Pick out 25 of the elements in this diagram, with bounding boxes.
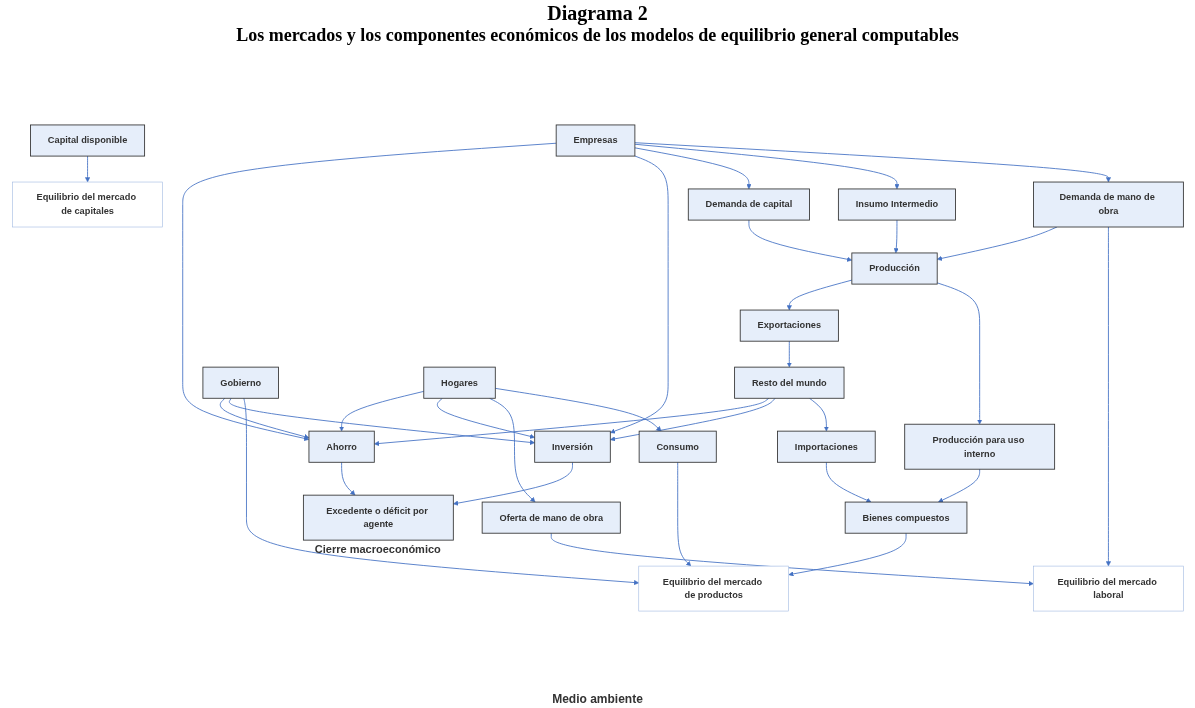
node-box: Excedente o déficit por agente bbox=[302, 494, 454, 541]
node-box: Oferta de mano de obra bbox=[481, 501, 621, 534]
node-box: Ahorro bbox=[308, 430, 375, 463]
node-box: Equilibrio del mercado de capitales bbox=[11, 181, 163, 228]
node-box: Gobierno bbox=[202, 366, 279, 399]
note-text: Medio ambiente bbox=[552, 692, 643, 706]
node-box: Resto del mundo bbox=[733, 366, 844, 399]
subtitle: Los mercados y los componentes económicos de los modelos de equilibrio general computables bbox=[236, 25, 959, 46]
node-box: Consumo bbox=[638, 430, 717, 463]
node-box: Capital disponible bbox=[29, 124, 145, 157]
caption-text: Cierre macroeconómico bbox=[314, 543, 441, 556]
node-box: Inversión bbox=[533, 430, 611, 463]
node-box: Hogares bbox=[422, 366, 496, 399]
node-box: Producción bbox=[850, 252, 938, 285]
node-box: Equilibrio del mercado de productos bbox=[638, 565, 789, 612]
node-box: Bienes compuestos bbox=[844, 501, 967, 534]
node-box: Empresas bbox=[555, 124, 635, 157]
node-box: Importaciones bbox=[776, 430, 876, 463]
node-box: Insumo Intermedio bbox=[837, 188, 956, 221]
node-box: Demanda de capital bbox=[687, 188, 810, 221]
title: Diagrama 2 bbox=[547, 2, 648, 25]
node-box: Exportaciones bbox=[739, 309, 839, 342]
node-box: Demanda de mano de obra bbox=[1032, 181, 1184, 228]
node-box: Equilibrio del mercado laboral bbox=[1032, 565, 1184, 612]
node-box: Producción para uso interno bbox=[903, 423, 1055, 470]
